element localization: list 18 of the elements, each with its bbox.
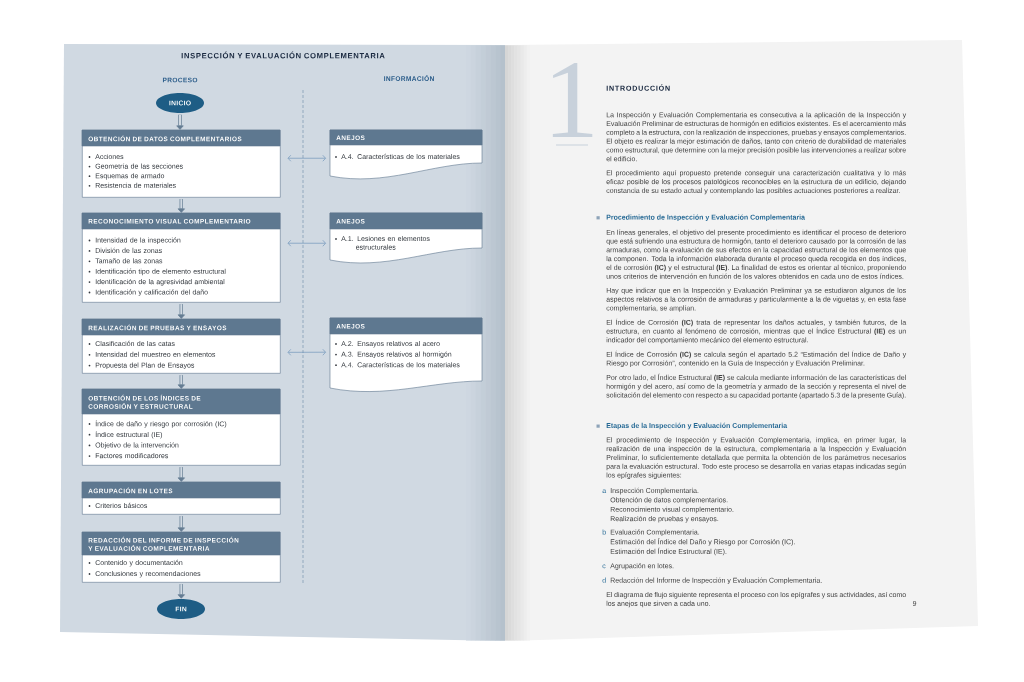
flow-arrow <box>177 303 185 319</box>
connector-arrow <box>287 348 326 356</box>
flow-arrow <box>177 198 185 213</box>
process-box <box>81 481 281 515</box>
flow-arrow <box>177 374 185 389</box>
flow-arrow <box>177 466 185 482</box>
flow-arrow <box>177 583 185 599</box>
process-box <box>81 212 281 303</box>
document-shape <box>329 129 483 180</box>
document-shape <box>329 317 483 392</box>
connector-arrow <box>287 239 326 247</box>
process-box <box>81 388 281 466</box>
flow-arrow <box>177 515 185 532</box>
flow-arrow <box>176 113 184 130</box>
process-box <box>81 531 281 583</box>
process-box <box>81 129 281 198</box>
connector-arrow <box>287 154 326 162</box>
process-box <box>81 318 281 374</box>
